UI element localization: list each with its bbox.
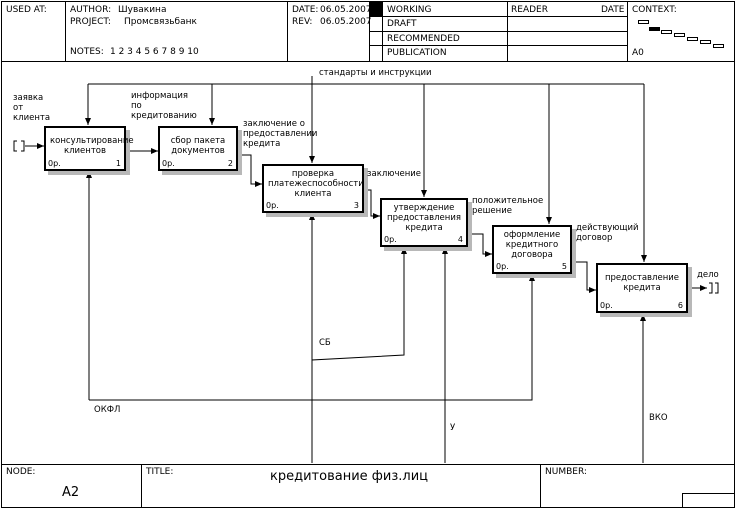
activity-box-4[interactable]: утверждение предоставления кредита 0р. 4	[380, 198, 468, 247]
author-label: AUTHOR:	[70, 5, 112, 15]
project-label: PROJECT:	[70, 17, 111, 27]
arrow-label-control: стандарты и инструкции	[319, 68, 432, 78]
date-label: DATE:	[292, 5, 319, 15]
title-label: TITLE:	[146, 467, 174, 477]
author-value: Шувакина	[118, 5, 167, 15]
arrow-label-okfl: ОКФЛ	[94, 405, 121, 415]
activity-name: сбор пакета документов	[170, 136, 226, 156]
arrow-label-contract: действующий договор	[576, 223, 639, 243]
activity-number: 3	[353, 201, 359, 210]
context-node: A0	[632, 48, 644, 58]
arrow-label-conclusion: заключение	[367, 169, 422, 179]
activity-number: 5	[561, 262, 567, 271]
node-label: NODE:	[6, 467, 36, 477]
status-draft: DRAFT	[387, 19, 417, 29]
activity-name: консультирование клиентов	[50, 136, 134, 156]
arrow-label-positive: положительное решение	[472, 196, 544, 216]
number-label: NUMBER:	[545, 467, 587, 477]
activity-cost: 0р.	[496, 262, 509, 271]
arrow-label-info: информация по кредитованию	[131, 91, 197, 121]
activity-cost: 0р.	[48, 159, 61, 168]
activity-number: 1	[115, 159, 121, 168]
date-value: 06.05.2007	[320, 5, 372, 15]
node-value: A2	[62, 485, 80, 500]
activity-number: 2	[227, 159, 233, 168]
activity-box-2[interactable]: сбор пакета документов 0р. 2	[158, 126, 238, 171]
reader-label: READER	[511, 5, 548, 15]
activity-cost: 0р.	[266, 201, 279, 210]
activity-box-5[interactable]: оформление кредитного договора 0р. 5	[492, 225, 572, 274]
context-label: CONTEXT:	[632, 5, 677, 15]
activity-name: проверка платежеспособности клиента	[268, 169, 364, 199]
activity-number: 6	[677, 301, 683, 310]
activity-box-1[interactable]: консультирование клиентов 0р. 1	[44, 126, 134, 171]
status-recommended: RECOMMENDED	[387, 34, 460, 44]
activity-box-6[interactable]: предоставление кредита 0р. 6	[596, 263, 688, 313]
arrow-label-output: дело	[697, 270, 719, 280]
notes-value: 1 2 3 4 5 6 7 8 9 10	[110, 47, 199, 57]
activity-cost: 0р.	[384, 235, 397, 244]
output-tunnel-icon	[709, 282, 719, 294]
rev-label: REV:	[292, 17, 313, 27]
activity-cost: 0р.	[600, 301, 613, 310]
diagram-title: кредитование физ.лиц	[270, 469, 428, 484]
activity-name: утверждение предоставления кредита	[387, 203, 461, 233]
rev-value: 06.05.2007	[320, 17, 372, 27]
activity-name: оформление кредитного договора	[503, 230, 561, 260]
notes-label: NOTES:	[70, 47, 104, 57]
used-at-label: USED AT:	[6, 5, 47, 15]
arrow-label-sb: СБ	[319, 338, 331, 348]
activity-number: 4	[457, 235, 463, 244]
arrows	[13, 76, 719, 463]
activity-name: предоставление кредита	[604, 273, 680, 293]
arrow-label-vko: ВКО	[649, 413, 668, 423]
working-status-marker	[370, 2, 382, 16]
status-publication: PUBLICATION	[387, 48, 447, 58]
status-working: WORKING	[387, 5, 432, 15]
arrow-label-conclusion-offer: заключение о предоставлении кредита	[243, 119, 318, 149]
arrow-label-input: заявка от клиента	[13, 93, 51, 123]
arrow-label-u: У	[450, 423, 456, 433]
input-tunnel-icon	[13, 140, 25, 152]
context-thumbnail	[638, 20, 724, 48]
reader-date-label: DATE	[601, 5, 625, 15]
project-value: Промсвязьбанк	[124, 17, 197, 27]
activity-box-3[interactable]: проверка платежеспособности клиента 0р. …	[262, 164, 364, 213]
activity-cost: 0р.	[162, 159, 175, 168]
